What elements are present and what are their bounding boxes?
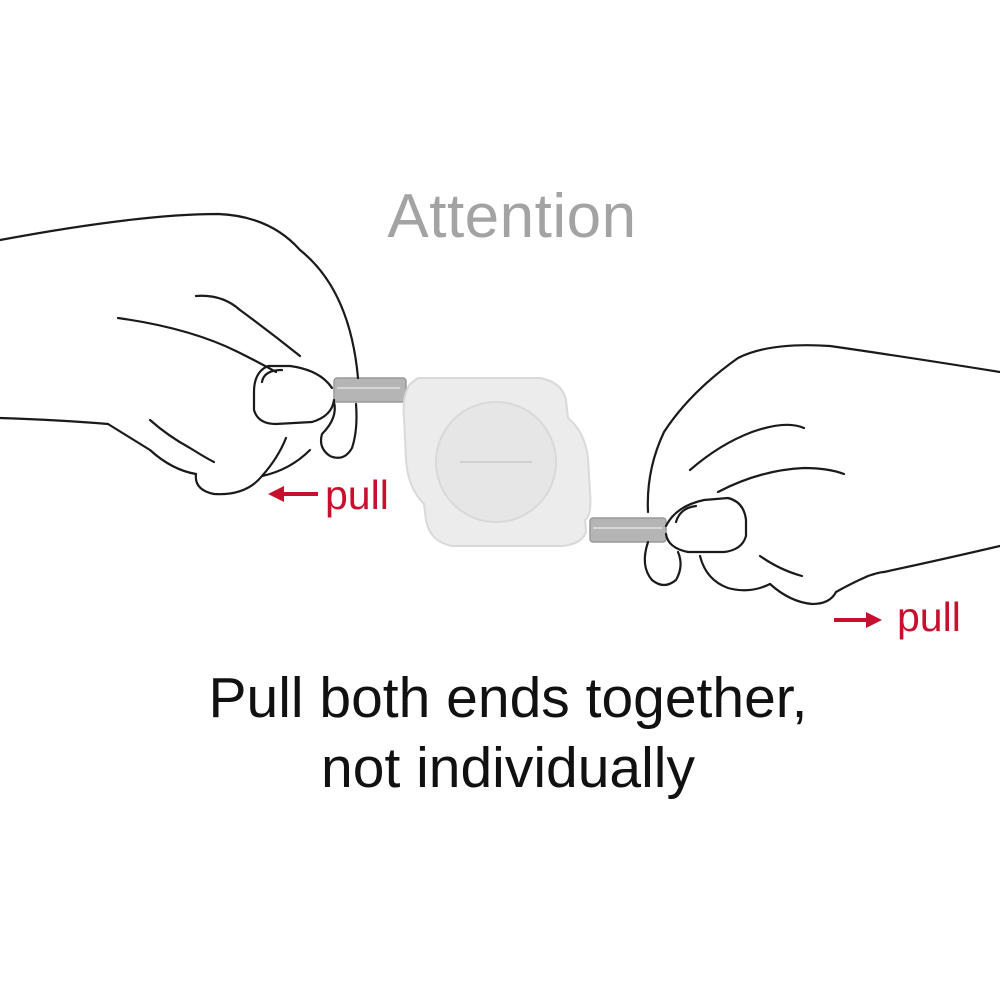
left-arrow	[268, 486, 318, 502]
right-hand	[643, 344, 1000, 606]
attention-heading: Attention	[387, 182, 637, 251]
cable-reel-device	[402, 377, 592, 547]
instruction-text: Pull both ends together, not individuall…	[0, 663, 1000, 803]
right-connector	[589, 517, 667, 543]
left-hand	[0, 212, 360, 496]
instruction-line-2: not individually	[321, 736, 695, 800]
left-connector	[333, 377, 407, 403]
right-arrow	[834, 612, 882, 628]
pull-label-right: pull	[897, 594, 961, 640]
instruction-line-1: Pull both ends together,	[208, 666, 808, 730]
pull-label-left: pull	[325, 472, 389, 518]
